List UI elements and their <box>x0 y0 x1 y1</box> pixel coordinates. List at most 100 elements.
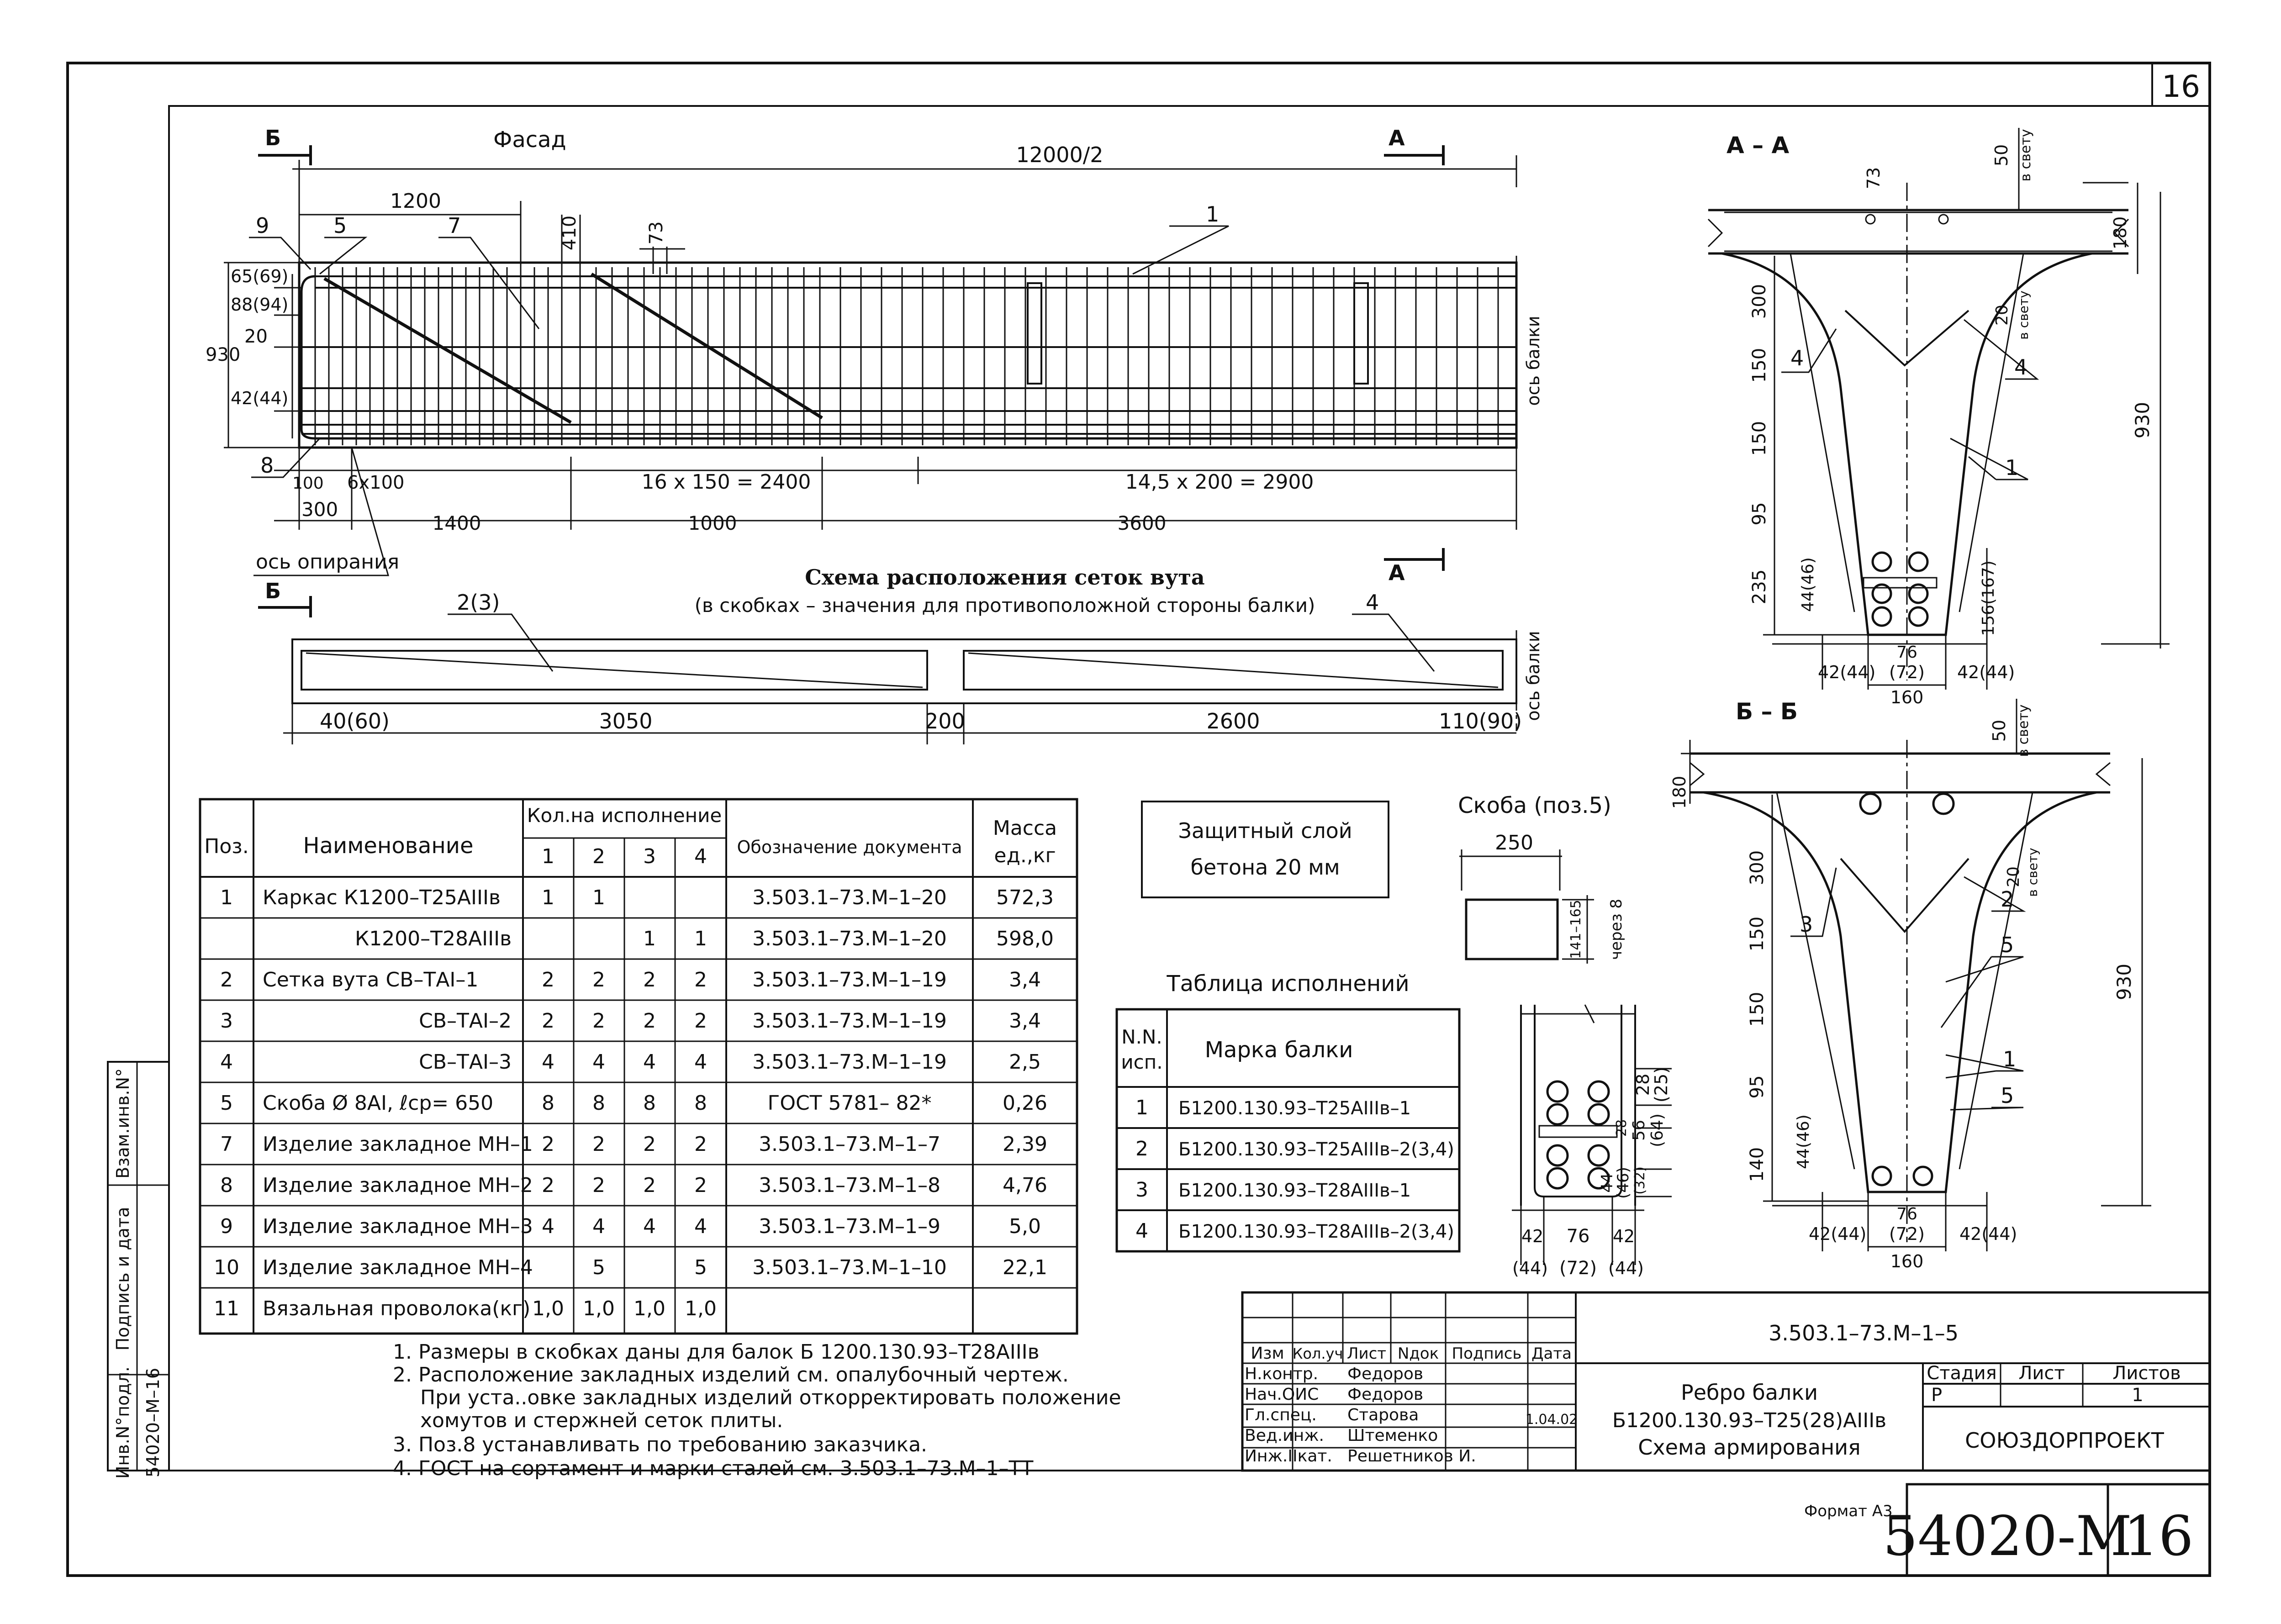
dim-300: 300 <box>301 498 338 521</box>
aa-dim-42r: 42(44) <box>1957 662 2015 682</box>
dim-88: 88(94) <box>231 295 288 315</box>
notes: 1. Размеры в скобках даны для балок Б 12… <box>393 1340 1121 1480</box>
detail-dim-64: (64) <box>1648 1113 1667 1147</box>
variants-h-no1: N.N. <box>1121 1026 1162 1048</box>
bb-dim-42l: 42(44) <box>1809 1224 1866 1244</box>
section-bb-title: Б – Б <box>1736 698 1798 725</box>
variant-no: 3 <box>1135 1178 1148 1202</box>
bracket-title: Скоба (поз.5) <box>1458 793 1611 818</box>
stirrups <box>314 267 1499 445</box>
spec-cell-mass: 2,5 <box>1009 1050 1041 1074</box>
spec-cell-name: Изделие закладное МН–1 <box>263 1133 533 1156</box>
spec-cell-q2: 1 <box>592 886 605 909</box>
spec-cell-pos: 3 <box>220 1009 233 1033</box>
haunch-mesh-left <box>301 650 928 691</box>
spec-cell-name: СВ–ТАI–3 <box>419 1050 512 1074</box>
variants-h-mark: Марка балки <box>1205 1037 1353 1063</box>
spec-cell-q1: 2 <box>542 1174 554 1197</box>
aa-callout-4l: 4 <box>1790 346 1804 370</box>
haunch-outer <box>291 638 1517 704</box>
spec-h-q1: 1 <box>542 845 554 868</box>
sheet-number-box <box>2151 62 2211 107</box>
aa-dim-72: (72) <box>1889 662 1925 682</box>
tb-h-date: Дата <box>1531 1345 1572 1363</box>
bars-detail: 28 (25) 56 (64) 28 (32) 44 (46) 42 76 42… <box>1512 1004 1672 1279</box>
detail-dim-28: 28 <box>1633 1074 1653 1096</box>
dim-6x100: 6х100 <box>347 472 404 493</box>
aa-dim-160: 160 <box>1890 687 1924 707</box>
spec-cell-q2: 8 <box>592 1091 605 1115</box>
spec-cell-doc: 3.503.1–73.М–1–19 <box>752 968 947 991</box>
support-axis-label: ось опирания <box>256 550 399 574</box>
bb-dim-50: 50 <box>1989 720 2009 742</box>
dim-total: 12000/2 <box>1016 142 1103 167</box>
spec-cell-q2: 1,0 <box>583 1297 615 1320</box>
stamp-col3: Взам.инв.N° <box>113 1068 133 1179</box>
haunch-dim-2600: 2600 <box>1206 709 1260 733</box>
note-4: 4. ГОСТ на сортамент и марки сталей см. … <box>393 1457 1034 1480</box>
spec-h-pos: Поз. <box>204 835 248 858</box>
aa-dim-235: 235 <box>1749 569 1770 604</box>
spec-cell-q3: 1,0 <box>634 1297 665 1320</box>
spec-cell-q1: 8 <box>542 1091 554 1115</box>
tb-h-sheet: Лист <box>2018 1363 2065 1384</box>
dim-930: 930 <box>206 344 240 365</box>
note-2: 2. Расположение закладных изделий см. оп… <box>393 1363 1069 1387</box>
detail-dim-46: (46) <box>1614 1167 1632 1199</box>
variant-mark: Б1200.130.93–Т25АIIIв–2(3,4) <box>1178 1139 1454 1160</box>
spec-cell-q1: 2 <box>542 1009 554 1033</box>
tb-name: Решетников И. <box>1347 1447 1476 1466</box>
doc-sheet: 16 <box>2124 1505 2194 1568</box>
variant-no: 4 <box>1135 1219 1148 1243</box>
spec-cell-mass: 4,76 <box>1003 1174 1047 1197</box>
detail-dim-44r: (44) <box>1608 1258 1644 1278</box>
spec-cell-q3: 2 <box>643 1009 656 1033</box>
spec-cell-q1: 4 <box>542 1050 554 1074</box>
haunch-title: Схема расположения сеток вута <box>805 565 1204 590</box>
variants-h-no2: исп. <box>1121 1051 1162 1073</box>
spec-cell-name: Сетка вута СВ–ТАI–1 <box>263 968 478 991</box>
haunch-dim-200: 200 <box>925 709 965 733</box>
title-block: 3.503.1–73.М–1–5 Изм Кол.уч Лист Nдок По… <box>1241 1291 2211 1472</box>
tb-title2: Б1200.130.93–Т25(28)АIIIв <box>1612 1409 1886 1432</box>
tb-h-ndok: Nдок <box>1398 1345 1439 1363</box>
tb-h-izm: Изм <box>1251 1344 1284 1363</box>
bb-clear: в свету <box>2016 704 2032 757</box>
spec-cell-pos: 2 <box>220 968 233 991</box>
protective-line2: бетона 20 мм <box>1190 855 1340 880</box>
aa-dim-180: 180 <box>2110 216 2130 250</box>
bb-dim-95: 95 <box>1747 1076 1768 1099</box>
spec-cell-doc: 3.503.1–73.М–1–19 <box>752 1009 947 1033</box>
spec-h-q4: 4 <box>694 845 707 868</box>
facade-title: Фасад <box>493 127 566 153</box>
spec-h-q3: 3 <box>643 845 656 868</box>
spec-cell-doc: 3.503.1–73.М–1–7 <box>759 1133 940 1156</box>
spec-cell-mass: 2,39 <box>1003 1133 1047 1156</box>
tb-role: Н.контр. <box>1245 1365 1318 1383</box>
dim-410: 410 <box>559 216 580 250</box>
spec-cell-pos: 8 <box>220 1174 233 1197</box>
bb-callout-5a: 5 <box>2001 933 2014 957</box>
spec-cell-doc: 3.503.1–73.М–1–20 <box>752 886 947 909</box>
spec-cell-doc: 3.503.1–73.М–1–10 <box>752 1256 947 1279</box>
stamp-col2: Подпись и дата <box>113 1207 133 1351</box>
spec-cell-q3: 4 <box>643 1215 656 1238</box>
aa-dim-20: 20 <box>1993 305 2012 326</box>
detail-dim-28b: 28 <box>1614 1119 1630 1137</box>
callout-1: 1 <box>1206 202 1219 227</box>
aa-dim-150b: 150 <box>1749 421 1770 456</box>
aa-dim-156: 156(167) <box>1979 560 1998 636</box>
aa-dim-76: 76 <box>1896 643 1917 662</box>
spec-cell-mass: 5,0 <box>1009 1215 1041 1238</box>
variant-no: 2 <box>1135 1137 1148 1160</box>
tb-name: Федоров <box>1347 1385 1423 1404</box>
stamp-col1: Инв.N°подл. <box>113 1366 133 1479</box>
dim-20: 20 <box>244 326 268 347</box>
spec-cell-q4: 1 <box>694 927 707 950</box>
tb-role: Гл.спец. <box>1245 1406 1317 1424</box>
spec-cell-q1: 4 <box>542 1215 554 1238</box>
spec-cell-pos: 4 <box>220 1050 233 1074</box>
haunch-callout-4: 4 <box>1366 590 1379 615</box>
